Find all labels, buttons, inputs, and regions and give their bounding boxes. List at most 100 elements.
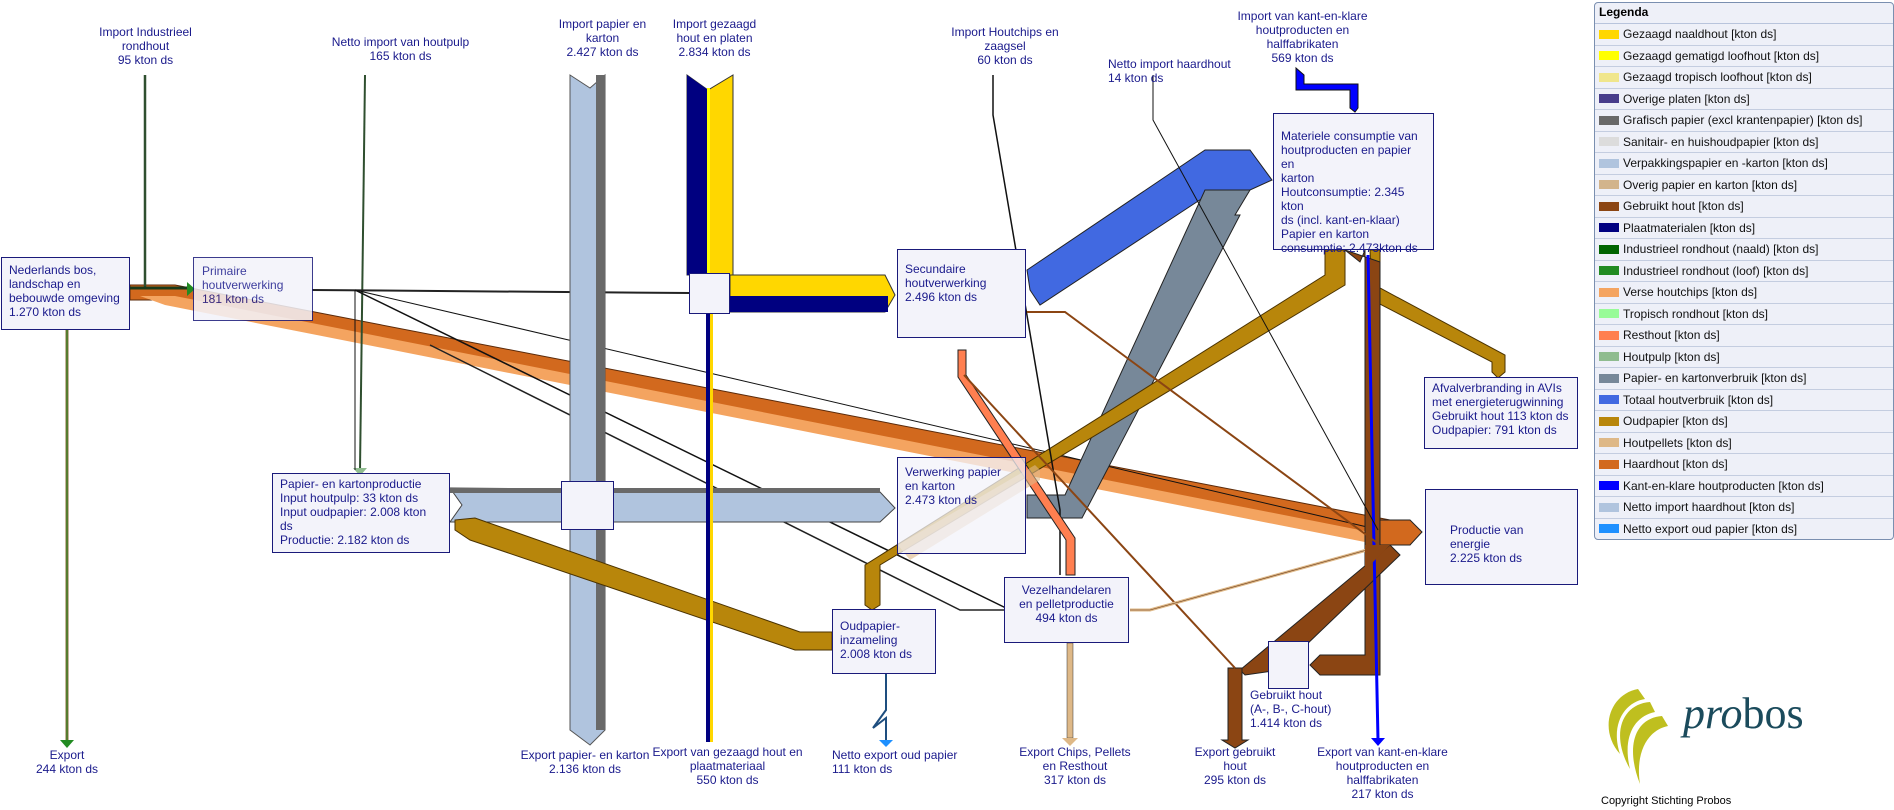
legend-item: Haardhout [kton ds]	[1595, 454, 1893, 476]
legend-title: Legenda	[1595, 3, 1893, 24]
legend-swatch	[1599, 137, 1619, 147]
legend-label: Gebruikt hout [kton ds]	[1623, 199, 1744, 214]
node-gezaagd-junction	[689, 273, 730, 314]
node-vezelhandelaren[interactable]: Vezelhandelaren en pelletproductie 494 k…	[1004, 577, 1129, 643]
flow-oudpapier-inzameling	[864, 249, 1346, 611]
label-export-papier: Export papier- en karton 2.136 kton ds	[520, 748, 650, 776]
legend-item: Papier- en kartonverbruik [kton ds]	[1595, 368, 1893, 390]
legend-swatch	[1599, 94, 1619, 104]
legend-swatch	[1599, 266, 1619, 276]
label-export-gebruikt: Export gebruikt hout 295 kton ds	[1194, 745, 1276, 787]
legend-swatch	[1599, 459, 1619, 469]
node-nl-bos[interactable]: Nederlands bos, landschap en bebouwde om…	[1, 257, 130, 330]
flow-plaat-secundaire	[730, 296, 888, 312]
legend-item: Oudpapier [kton ds]	[1595, 411, 1893, 433]
flow-import-kantenklaar	[1295, 66, 1359, 113]
legend-swatch	[1599, 438, 1619, 448]
copyright: Copyright Stichting Probos	[1601, 795, 1732, 807]
legend-item: Overige platen [kton ds]	[1595, 89, 1893, 110]
flow-oudpapier-productie	[454, 517, 833, 651]
legend-label: Grafisch papier (excl krantenpapier) [kt…	[1623, 113, 1863, 128]
label-export-kantenklaar: Export van kant-en-klare houtproducten e…	[1317, 745, 1448, 801]
legend: Legenda Gezaagd naaldhout [kton ds] Gezaa…	[1594, 2, 1894, 540]
legend-item: Gezaagd gematigd loofhout [kton ds]	[1595, 46, 1893, 67]
label-import-papier: Import papier en karton 2.427 kton ds	[558, 17, 647, 59]
flow-papierverbruik	[1026, 189, 1251, 519]
legend-label: Resthout [kton ds]	[1623, 328, 1720, 343]
legend-label: Kant-en-klare houtproducten [kton ds]	[1623, 478, 1824, 493]
legend-item: Gebruikt hout [kton ds]	[1595, 196, 1893, 218]
legend-swatch	[1599, 29, 1619, 39]
node-verwerking-papier[interactable]: Verwerking papier en karton 2.473 kton d…	[897, 457, 1026, 554]
node-oudpapier-inzameling[interactable]: Oudpapier- inzameling 2.008 kton ds	[832, 609, 936, 674]
flow-primaire-gezaagd	[311, 289, 691, 294]
legend-label: Oudpapier [kton ds]	[1623, 414, 1728, 429]
legend-swatch	[1599, 287, 1619, 297]
legend-item: Houtpulp [kton ds]	[1595, 347, 1893, 368]
legend-swatch	[1599, 201, 1619, 211]
node-afvalverbranding[interactable]: Afvalverbranding in AVIs met energieteru…	[1424, 377, 1578, 449]
flow-export-gezaagd-yellow	[710, 312, 713, 742]
legend-swatch	[1599, 72, 1619, 82]
legend-label: Tropisch rondhout [kton ds]	[1623, 306, 1768, 321]
legend-swatch	[1599, 223, 1619, 233]
flow-to-vezel	[429, 344, 1005, 611]
legend-swatch	[1599, 180, 1619, 190]
legend-swatch	[1599, 395, 1619, 405]
node-primaire-houtverwerking[interactable]: Primaire houtverwerking 181 kton ds	[193, 257, 313, 321]
legend-label: Industrieel rondhout (loof) [kton ds]	[1623, 263, 1809, 278]
node-papierproductie[interactable]: Papier- en kartonproductie Input houtpul…	[272, 473, 450, 553]
legend-swatch	[1599, 502, 1619, 512]
label-gebruikt-hout: Gebruikt hout (A-, B-, C-hout) 1.414 kto…	[1250, 688, 1332, 730]
legend-swatch	[1599, 51, 1619, 61]
legend-item: Industrieel rondhout (naald) [kton ds]	[1595, 239, 1893, 261]
arrow-export-oudpapier	[879, 740, 893, 747]
legend-swatch	[1599, 309, 1619, 319]
legend-item: Netto import haardhout [kton ds]	[1595, 497, 1893, 519]
flow-import-plaat	[687, 75, 708, 275]
legend-label: Netto import haardhout [kton ds]	[1623, 500, 1795, 515]
legend-item: Tropisch rondhout [kton ds]	[1595, 304, 1893, 325]
arrow-export	[60, 740, 74, 748]
legend-item: Plaatmaterialen [kton ds]	[1595, 218, 1893, 239]
legend-label: Overige platen [kton ds]	[1623, 91, 1750, 106]
legend-label: Haardhout [kton ds]	[1623, 457, 1728, 472]
label-export-gezaagd: Export van gezaagd hout en plaatmateriaa…	[652, 745, 803, 787]
legend-label: Papier- en kartonverbruik [kton ds]	[1623, 371, 1807, 386]
label-export: Export 244 kton ds	[35, 748, 99, 776]
node-materiele-consumptie[interactable]: Materiele consumptie van houtproducten e…	[1273, 113, 1434, 255]
legend-label: Verpakkingspapier en -karton [kton ds]	[1623, 156, 1828, 171]
flow-import-papier-grafisch	[596, 75, 605, 730]
legend-item: Houtpellets [kton ds]	[1595, 433, 1893, 454]
flow-vezel-energie-edge	[1130, 544, 1386, 611]
node-productie-energie[interactable]: Productie van energie 2.225 kton ds	[1425, 489, 1578, 585]
flow-energie-inlet	[1379, 519, 1423, 546]
legend-label: Verse houtchips [kton ds]	[1623, 285, 1758, 300]
legend-label: Gezaagd tropisch loofhout [kton ds]	[1623, 70, 1812, 85]
legend-item: Industrieel rondhout (loof) [kton ds]	[1595, 261, 1893, 282]
legend-item: Totaal houtverbruik [kton ds]	[1595, 390, 1893, 411]
legend-swatch	[1599, 330, 1619, 340]
flow-gebruikt-energie	[1365, 545, 1390, 570]
legend-item: Gezaagd tropisch loofhout [kton ds]	[1595, 67, 1893, 89]
flow-totaal-houtverbruik	[1026, 149, 1273, 306]
legend-label: Gezaagd naaldhout [kton ds]	[1623, 27, 1777, 42]
legend-label: Industrieel rondhout (naald) [kton ds]	[1623, 242, 1819, 257]
legend-swatch	[1599, 416, 1619, 426]
node-secundaire-houtverwerking[interactable]: Secundaire houtverwerking 2.496 kton ds	[897, 249, 1026, 338]
legend-label: Houtpulp [kton ds]	[1623, 349, 1720, 364]
flow-secundaire-gebruikt	[963, 374, 1236, 669]
arrow-primaire	[187, 282, 195, 296]
label-import-kantenklaar: Import van kant-en-klare houtproducten e…	[1237, 9, 1368, 65]
flow-papier-grafisch	[450, 488, 880, 493]
label-import-houtchips: Import Houtchips en zaagsel 60 kton ds	[951, 25, 1059, 67]
legend-item: Overig papier en karton [kton ds]	[1595, 175, 1893, 196]
flow-import-houtchips	[992, 75, 1061, 575]
flow-papier-productie	[449, 487, 896, 523]
flow-import-gematigd	[707, 88, 710, 275]
legend-swatch	[1599, 352, 1619, 362]
legend-item: Kant-en-klare houtproducten [kton ds]	[1595, 476, 1893, 497]
flow-export-gebruikt-hout	[1220, 667, 1250, 749]
legend-item: Resthout [kton ds]	[1595, 325, 1893, 347]
